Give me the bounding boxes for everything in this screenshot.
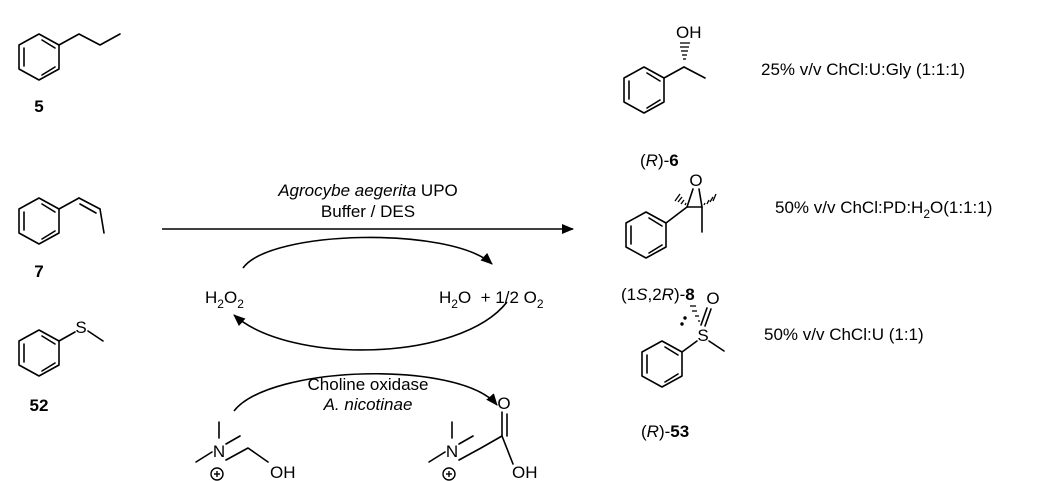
water-oxygen-label: H2O + 1/2 O2 bbox=[439, 288, 544, 311]
epoxide-structure bbox=[625, 188, 717, 259]
organism-label: A. nicotinae bbox=[323, 395, 413, 414]
compound-r6-label: (R)-6 bbox=[640, 151, 679, 170]
sulfoxide-structure bbox=[641, 305, 725, 388]
phenylethanol-structure bbox=[623, 42, 706, 114]
compound-52-label: 52 bbox=[30, 396, 49, 415]
epoxide-oxygen-label: O bbox=[689, 171, 702, 190]
ethylbenzene-structure bbox=[18, 33, 121, 81]
alcohol-hydroxyl-label: OH bbox=[676, 23, 702, 42]
compound-5-label: 5 bbox=[34, 97, 43, 116]
choline-hydroxyl-label: OH bbox=[270, 463, 296, 481]
choline-nitrogen-label: N bbox=[213, 442, 225, 461]
enzyme-label: Agrocybe aegerita UPO bbox=[277, 181, 458, 200]
thioanisole-structure bbox=[18, 329, 104, 377]
alcohol-conditions-label: 25% v/v ChCl:U:Gly (1:1:1) bbox=[761, 60, 965, 79]
betaine-nitrogen-label: N bbox=[446, 442, 458, 461]
sulfoxide-sulfur-label: S bbox=[697, 326, 708, 345]
choline-oxidase-label: Choline oxidase bbox=[308, 375, 429, 394]
betaine-structure bbox=[428, 411, 514, 481]
betaine-carbonyl-oxygen-label: O bbox=[497, 394, 510, 413]
betaine-hydroxyl-label: OH bbox=[512, 463, 538, 481]
sulfoxide-conditions-label: 50% v/v ChCl:U (1:1) bbox=[764, 325, 924, 344]
hydrogen-peroxide-label: H2O2 bbox=[205, 288, 244, 311]
thioanisole-sulfur-label: S bbox=[75, 318, 86, 337]
compound-r53-label: (R)-53 bbox=[641, 422, 689, 441]
compound-7-label: 7 bbox=[34, 262, 43, 281]
medium-label: Buffer / DES bbox=[321, 202, 415, 221]
cis-methylstyrene-structure bbox=[18, 197, 105, 245]
sulfoxide-oxygen-label: O bbox=[706, 289, 719, 308]
choline-oxidation-arrow bbox=[233, 373, 498, 412]
compound-1s2r8-label: (1S,2R)-8 bbox=[621, 285, 695, 304]
peroxide-regeneration-arrow bbox=[233, 301, 508, 351]
choline-structure bbox=[195, 421, 269, 481]
peroxide-consumption-arrow bbox=[242, 236, 493, 269]
epoxide-conditions-label: 50% v/v ChCl:PD:H2O(1:1:1) bbox=[775, 198, 992, 221]
